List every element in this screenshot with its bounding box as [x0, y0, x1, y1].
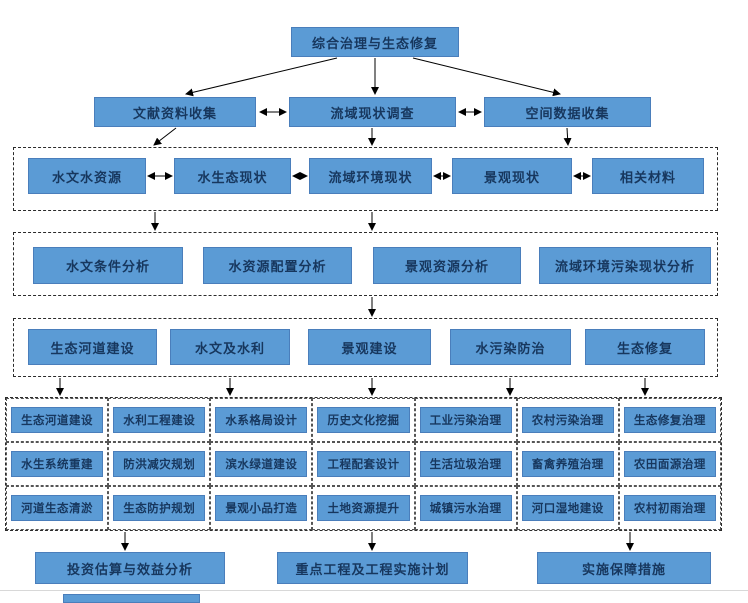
node-water-resource-allocation-analysis: 水资源配置分析: [203, 247, 352, 284]
grid-cell: 防洪减灾规划: [108, 442, 211, 486]
grid-node: 滨水绿道建设: [215, 451, 308, 477]
grid-node: 景观小品打造: [215, 495, 308, 521]
node-watershed-environment-status: 流域环境现状: [309, 158, 432, 194]
grid-node: 农村污染治理: [521, 407, 614, 433]
grid-node: 农田面源治理: [623, 451, 716, 477]
node-eco-river-construction: 生态河道建设: [28, 329, 157, 365]
node-hydrology-water-resources: 水文水资源: [28, 158, 146, 194]
grid-node: 土地资源提升: [317, 495, 410, 521]
node-key-projects-plan: 重点工程及工程实施计划: [277, 552, 468, 584]
grid-cell: 土地资源提升: [312, 486, 415, 530]
measures-grid: 生态河道建设 水利工程建设 水系格局设计 历史文化挖掘 工业污染治理 农村污染治…: [5, 397, 722, 531]
grid-cell: 生态防护规划: [108, 486, 211, 530]
grid-node: 水系格局设计: [215, 407, 308, 433]
grid-cell: 生态河道建设: [6, 398, 109, 442]
node-hydrology-and-water-conservancy: 水文及水利: [170, 329, 290, 365]
grid-cell: 水系格局设计: [210, 398, 313, 442]
grid-cell: 景观小品打造: [210, 486, 313, 530]
node-hydro-condition-analysis: 水文条件分析: [33, 247, 183, 284]
grid-cell: 工程配套设计: [312, 442, 415, 486]
node-water-pollution-control: 水污染防治: [450, 329, 571, 365]
grid-cell: 农村污染治理: [516, 398, 619, 442]
grid-cell: 工业污染治理: [414, 398, 517, 442]
grid-node: 农村初雨治理: [623, 495, 716, 521]
grid-node: 城镇污水治理: [419, 495, 512, 521]
grid-cell: 农村初雨治理: [618, 486, 721, 530]
grid-node: 畜禽养殖治理: [521, 451, 614, 477]
grid-cell: 农田面源治理: [618, 442, 721, 486]
partial-cropped-box: [63, 594, 200, 603]
grid-cell: 水利工程建设: [108, 398, 211, 442]
grid-node: 水利工程建设: [113, 407, 206, 433]
grid-cell: 河口湿地建设: [516, 486, 619, 530]
grid-cell: 畜禽养殖治理: [516, 442, 619, 486]
grid-node: 生态河道建设: [11, 407, 104, 433]
grid-node: 河道生态清淤: [11, 495, 104, 521]
grid-node: 生活垃圾治理: [419, 451, 512, 477]
grid-node: 生态修复治理: [623, 407, 716, 433]
grid-cell: 生态修复治理: [618, 398, 721, 442]
grid-cell: 城镇污水治理: [414, 486, 517, 530]
dashed-group-status: [13, 147, 718, 211]
node-root: 综合治理与生态修复: [291, 27, 459, 57]
node-pollution-status-analysis: 流域环境污染现状分析: [539, 247, 711, 284]
node-implementation-safeguards: 实施保障措施: [537, 552, 711, 584]
grid-node: 工程配套设计: [317, 451, 410, 477]
grid-node: 历史文化挖掘: [317, 407, 410, 433]
grid-node: 河口湿地建设: [521, 495, 614, 521]
grid-cell: 滨水绿道建设: [210, 442, 313, 486]
node-water-ecology-status: 水生态现状: [174, 158, 291, 194]
node-literature-collection: 文献资料收集: [94, 97, 256, 127]
node-landscape-resource-analysis: 景观资源分析: [373, 247, 521, 284]
divider-line: [0, 590, 748, 591]
grid-cell: 生活垃圾治理: [414, 442, 517, 486]
dashed-group-planning: [13, 318, 718, 377]
grid-node: 工业污染治理: [419, 407, 512, 433]
node-watershed-survey: 流域现状调查: [289, 97, 456, 127]
grid-node: 防洪减灾规划: [113, 451, 206, 477]
node-eco-restoration: 生态修复: [585, 329, 705, 365]
grid-node: 水生系统重建: [11, 451, 104, 477]
node-related-materials: 相关材料: [592, 158, 704, 194]
dashed-group-analysis: [13, 232, 718, 296]
node-investment-benefit-analysis: 投资估算与效益分析: [35, 552, 225, 584]
grid-cell: 历史文化挖掘: [312, 398, 415, 442]
grid-node: 生态防护规划: [113, 495, 206, 521]
grid-cell: 河道生态清淤: [6, 486, 109, 530]
node-spatial-data-collection: 空间数据收集: [484, 97, 651, 127]
grid-cell: 水生系统重建: [6, 442, 109, 486]
node-landscape-status: 景观现状: [452, 158, 572, 194]
node-landscape-construction: 景观建设: [308, 329, 431, 365]
